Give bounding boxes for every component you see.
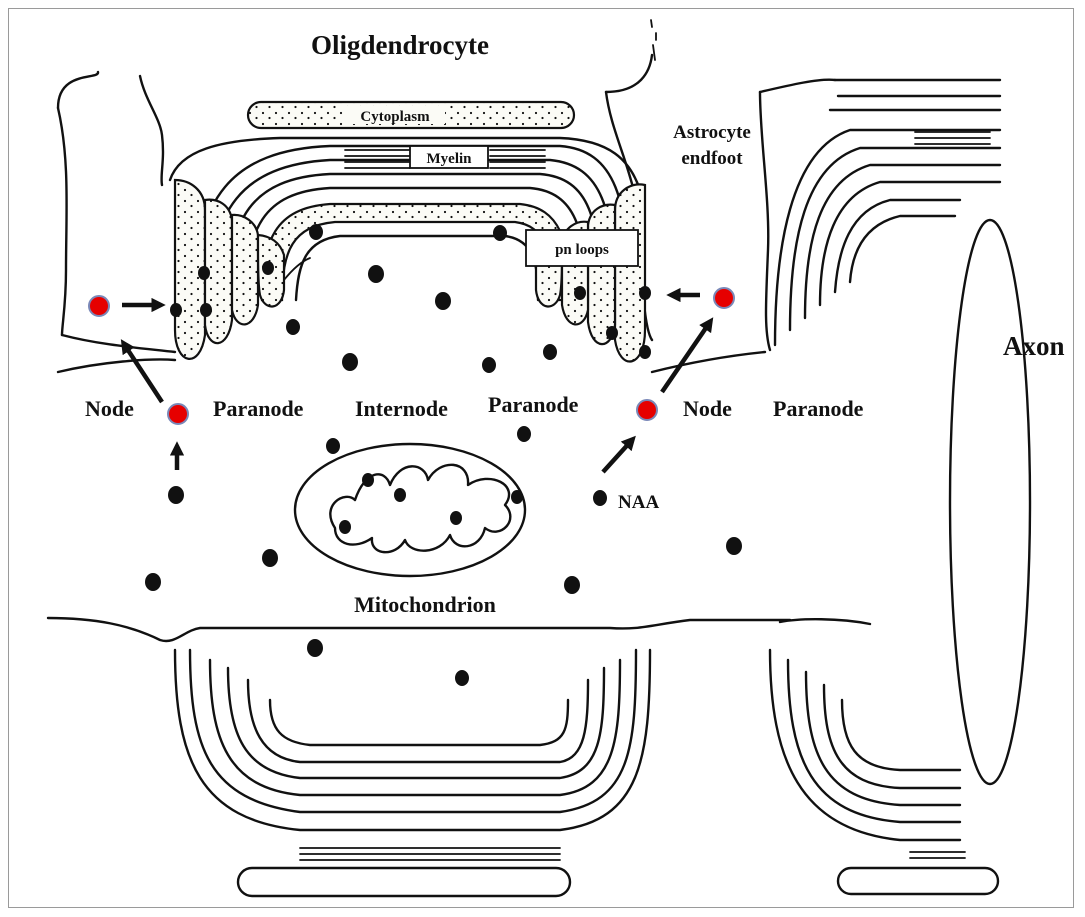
naa-dot	[639, 286, 651, 300]
node-right-label: Node	[683, 396, 732, 421]
red-dot	[637, 400, 657, 420]
naa-dot	[574, 286, 586, 300]
naa-dot	[543, 344, 557, 360]
naa-dot	[342, 353, 358, 371]
axon-cylinder: Axon	[950, 220, 1065, 784]
naa-dot	[286, 319, 300, 335]
naa-dot	[394, 488, 406, 502]
lower-membrane	[48, 618, 998, 896]
paranode-mid-label: Paranode	[488, 392, 579, 417]
myelin-label: Myelin	[427, 151, 473, 167]
endfoot-label: endfoot	[681, 148, 743, 169]
arrow	[603, 440, 632, 472]
red-dot	[714, 288, 734, 308]
naa-dot	[339, 520, 351, 534]
naa-dot	[455, 670, 469, 686]
axon-label: Axon	[1003, 331, 1065, 361]
red-dot	[89, 296, 109, 316]
naa-dot	[368, 265, 384, 283]
naa-dot	[168, 486, 184, 504]
naa-dot	[511, 490, 523, 504]
naa-dot	[564, 576, 580, 594]
oligodendrocyte-label: Oligdendrocyte	[311, 30, 489, 60]
cytoplasm-label: Cytoplasm	[360, 109, 430, 125]
naa-dot	[450, 511, 462, 525]
cytoplasm-bar: Cytoplasm	[248, 102, 574, 128]
astrocyte-label: Astrocyte	[673, 122, 751, 143]
naa-dot	[307, 639, 323, 657]
paranode-right-label: Paranode	[773, 396, 864, 421]
node-left-label: Node	[85, 396, 134, 421]
naa-dot	[482, 357, 496, 373]
naa-dot	[262, 261, 274, 275]
mitochondrion: Mitochondrion	[295, 444, 525, 617]
naa-dot	[170, 303, 182, 317]
naa-dot	[726, 537, 742, 555]
pn-loops-label: pn loops	[555, 242, 609, 258]
arrow	[124, 344, 162, 402]
naa-dot	[145, 573, 161, 591]
naa-dot	[309, 224, 323, 240]
naa-dot	[606, 326, 618, 340]
naa-dot	[435, 292, 451, 310]
naa-dot	[639, 345, 651, 359]
naa-dot	[200, 303, 212, 317]
naa-dot	[326, 438, 340, 454]
right-adjacent-sheath	[775, 130, 1000, 345]
naa-dot	[593, 490, 607, 506]
naa-label: NAA	[618, 492, 659, 513]
naa-dot	[198, 266, 210, 280]
naa-dot	[262, 549, 278, 567]
arrow	[662, 322, 710, 392]
red-dot	[168, 404, 188, 424]
paranode-left-label: Paranode	[213, 396, 304, 421]
internode-label: Internode	[355, 396, 448, 421]
mitochondrion-label: Mitochondrion	[354, 592, 496, 617]
naa-dot	[362, 473, 374, 487]
naa-dot	[493, 225, 507, 241]
naa-dot	[517, 426, 531, 442]
